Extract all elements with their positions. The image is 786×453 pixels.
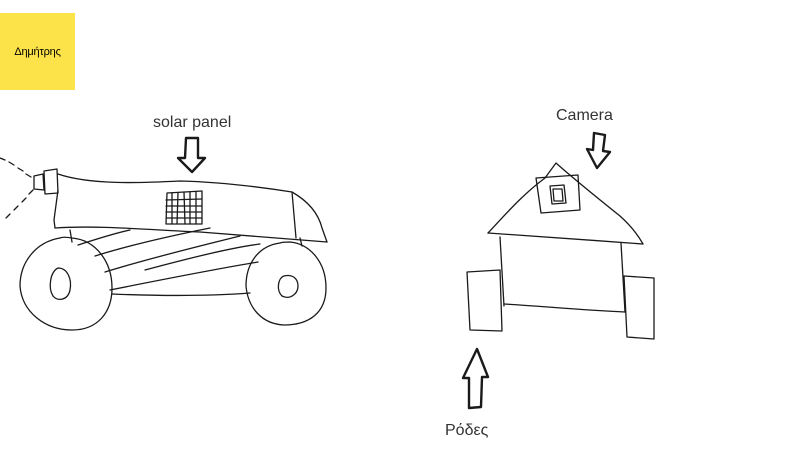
rover-body-bottom [54,226,328,243]
right-wheel [623,275,655,340]
camera-box [535,174,581,214]
front-wheel-hub [49,267,72,301]
rover-front-body-bottom [503,303,626,313]
rover-body-rear [291,191,297,239]
rover-roof [487,162,644,245]
lamp-icon [33,168,59,195]
rover-front-view [466,162,655,340]
solar-panel-grid [165,190,203,225]
rover-body-front [53,189,59,229]
camera-label: Camera [556,107,613,124]
rover-roof-base [487,232,644,245]
rear-wheel [245,241,327,326]
front-wheel [19,236,113,331]
camera-arrow [585,131,612,170]
rover-side-view [0,157,328,331]
chassis-stripes [69,227,303,291]
chassis-underside [111,292,251,297]
camera-lens-icon [549,184,567,205]
lamp-beam-top [0,157,32,178]
wheels-arrow [461,347,490,410]
sticky-note[interactable]: Δημήτρης [0,13,75,90]
rear-wheel-hub [277,274,299,298]
rover-front-body-left [499,236,505,307]
wheels-label: Ρόδες [445,422,489,439]
lamp-beam-bottom [5,189,34,219]
rover-front-body-right [620,242,626,313]
rover-body-top [57,173,328,243]
left-wheel [466,269,503,332]
solar-panel-label: solar panel [153,114,232,131]
sticky-note-text: Δημήτρης [14,45,61,58]
solar-panel-arrow [176,136,207,174]
